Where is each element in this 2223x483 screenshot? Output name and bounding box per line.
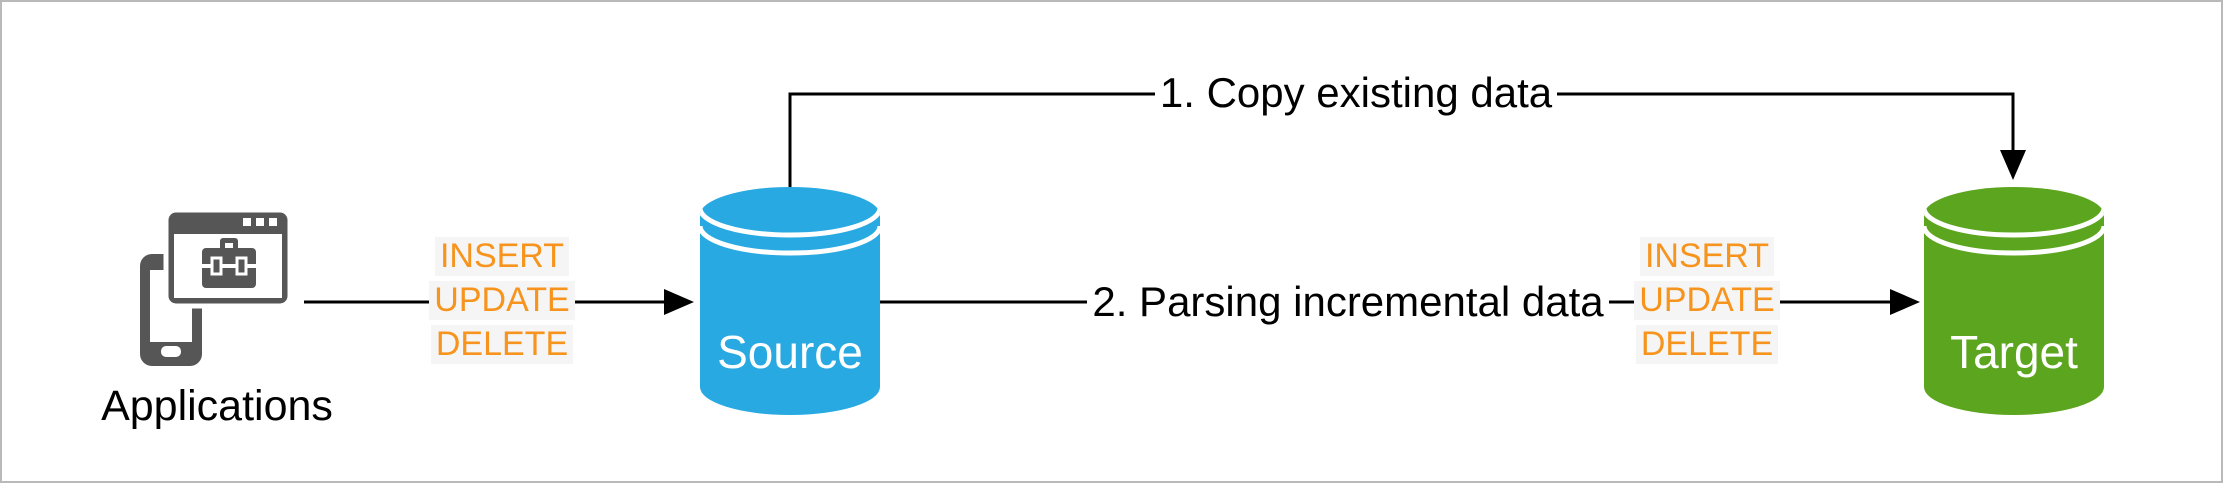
applications-icon bbox=[140, 207, 293, 366]
target-label: Target bbox=[1950, 326, 2078, 378]
arrowhead-icon bbox=[664, 289, 694, 315]
ops-left-insert: INSERT bbox=[402, 234, 602, 278]
source-cylinder-icon bbox=[700, 187, 880, 415]
ops-left-update: UPDATE bbox=[402, 278, 602, 322]
copy-existing-label: 1. Copy existing data bbox=[1106, 68, 1606, 118]
briefcase-icon bbox=[202, 238, 256, 288]
ops-left-delete: DELETE bbox=[402, 322, 602, 366]
source-label: Source bbox=[717, 326, 863, 378]
target-cylinder-icon bbox=[1924, 187, 2104, 415]
ops-right-update: UPDATE bbox=[1607, 278, 1807, 322]
incremental-label: 2. Parsing incremental data bbox=[1087, 277, 1609, 327]
ops-left-stack: INSERT UPDATE DELETE bbox=[402, 234, 602, 366]
ops-right-stack: INSERT UPDATE DELETE bbox=[1607, 234, 1807, 366]
arrowhead-icon bbox=[2000, 150, 2026, 180]
ops-right-delete: DELETE bbox=[1607, 322, 1807, 366]
arrowhead-icon bbox=[1890, 289, 1920, 315]
ops-right-insert: INSERT bbox=[1607, 234, 1807, 278]
applications-label: Applications bbox=[101, 381, 333, 430]
